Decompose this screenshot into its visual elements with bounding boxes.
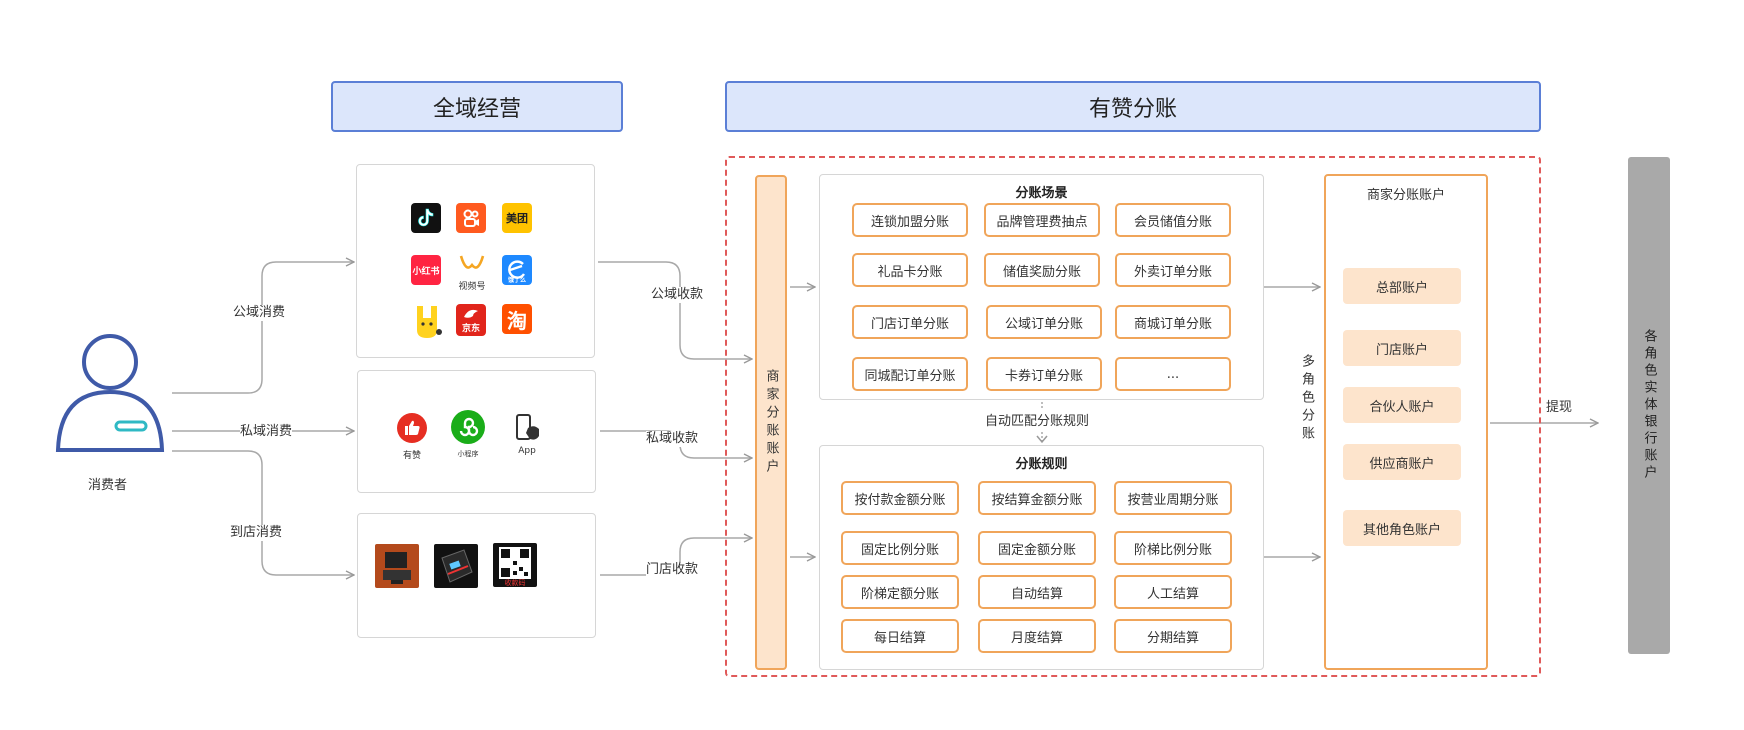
consumer-label: 消费者 [88, 478, 128, 494]
target-accounts-panel: 商家分账账户 总部账户门店账户合伙人账户供应商账户其他角色账户 [1324, 174, 1488, 670]
multi-role-split-label: 多角色分账 [1299, 354, 1314, 444]
scenario-item-6: 门店订单分账 [852, 305, 968, 339]
withdraw-label: 提现 [1546, 400, 1573, 416]
scenario-item-0: 连锁加盟分账 [852, 203, 968, 237]
scenario-item-9: 同城配订单分账 [852, 357, 968, 391]
account-item-0: 总部账户 [1343, 268, 1461, 304]
scenarios-panel: 分账场景 连锁加盟分账品牌管理费抽点会员储值分账礼品卡分账储值奖励分账外卖订单分… [819, 174, 1264, 400]
pos-terminal-icon [375, 544, 419, 588]
consumer-icon [55, 334, 165, 452]
shipinhao-icon: 视频号 [457, 253, 487, 292]
eleme-icon: 饿了么 [502, 255, 532, 285]
header-youzan-split: 有赞分账 [725, 81, 1541, 132]
label-store-consumption: 到店消费 [230, 525, 283, 541]
rule-item-6: 阶梯定额分账 [841, 575, 959, 609]
card-reader-icon [434, 544, 478, 588]
mobile-app: App [512, 414, 542, 456]
scenario-item-7: 公域订单分账 [986, 305, 1102, 339]
label-private-consumption: 私域消费 [240, 424, 293, 440]
scenario-item-3: 礼品卡分账 [852, 253, 968, 287]
panel-private-channels: 有赞 小程序 App [357, 370, 596, 493]
scenario-item-2: 会员储值分账 [1115, 203, 1231, 237]
arrow-public-collection [598, 261, 752, 359]
qr-code-icon: 收款码 [493, 543, 537, 587]
label-private-collection: 私域收款 [646, 431, 699, 447]
arrow-public-consumption [172, 262, 354, 394]
bank-account-label: 各角色实体银行账户 [1641, 329, 1657, 482]
taobao-icon: 淘 [502, 304, 532, 334]
rule-item-3: 固定比例分账 [841, 531, 959, 565]
douyin-icon [411, 203, 441, 233]
panel-public-channels: 美团 小红书 视频号 饿了么 京东 淘 [356, 164, 595, 358]
rule-item-7: 自动结算 [978, 575, 1096, 609]
xiaohongshu-icon: 小红书 [411, 255, 441, 285]
panel-store-channels: 收款码 [357, 513, 596, 638]
rule-item-8: 人工结算 [1114, 575, 1232, 609]
merchant-split-account-bar: 商家分账账户 [755, 175, 787, 670]
account-item-4: 其他角色账户 [1343, 510, 1461, 546]
label-public-consumption: 公域消费 [233, 305, 286, 321]
rule-item-0: 按付款金额分账 [841, 481, 959, 515]
scenario-item-1: 品牌管理费抽点 [984, 203, 1100, 237]
scenario-item-4: 储值奖励分账 [984, 253, 1100, 287]
rule-item-11: 分期结算 [1114, 619, 1232, 653]
miniprogram-app: 小程序 [450, 409, 486, 459]
header-omnichannel: 全域经营 [331, 81, 623, 132]
label-store-collection: 门店收款 [646, 562, 699, 578]
target-accounts-title: 商家分账账户 [1366, 188, 1445, 203]
auto-match-label: 自动匹配分账规则 [985, 414, 1090, 430]
rules-panel: 分账规则 按付款金额分账按结算金额分账按营业周期分账固定比例分账固定金额分账阶梯… [819, 445, 1264, 670]
jingdong-icon: 京东 [456, 304, 486, 336]
miniprogram-icon [451, 410, 485, 444]
merchant-split-account-label: 商家分账账户 [763, 368, 779, 477]
scenario-item-8: 商城订单分账 [1115, 305, 1231, 339]
scenarios-title: 分账场景 [1015, 186, 1068, 201]
scenario-item-5: 外卖订单分账 [1115, 253, 1231, 287]
label-public-collection: 公域收款 [651, 287, 704, 303]
rule-item-10: 月度结算 [978, 619, 1096, 653]
account-item-1: 门店账户 [1343, 330, 1461, 366]
rule-item-2: 按营业周期分账 [1114, 481, 1232, 515]
rule-item-1: 按结算金额分账 [978, 481, 1096, 515]
phone-tap-icon [516, 414, 539, 440]
bank-account-bar: 各角色实体银行账户 [1628, 157, 1670, 654]
kuaishou-icon [456, 203, 486, 233]
meituan-icon: 美团 [502, 203, 532, 233]
rule-item-5: 阶梯比例分账 [1114, 531, 1232, 565]
scenario-item-11: ... [1115, 357, 1231, 391]
rules-title: 分账规则 [1015, 457, 1068, 472]
account-item-2: 合伙人账户 [1343, 387, 1461, 423]
dog-mascot-icon [411, 304, 443, 340]
split-system-container [725, 156, 1541, 677]
svg-text:饿了么: 饿了么 [507, 276, 526, 284]
thumbs-up-icon [397, 413, 427, 443]
arrow-store-consumption [172, 450, 354, 575]
rule-item-4: 固定金额分账 [978, 531, 1096, 565]
rule-item-9: 每日结算 [841, 619, 959, 653]
youzan-app: 有赞 [396, 412, 428, 461]
account-item-3: 供应商账户 [1343, 444, 1461, 480]
scenario-item-10: 卡券订单分账 [986, 357, 1102, 391]
